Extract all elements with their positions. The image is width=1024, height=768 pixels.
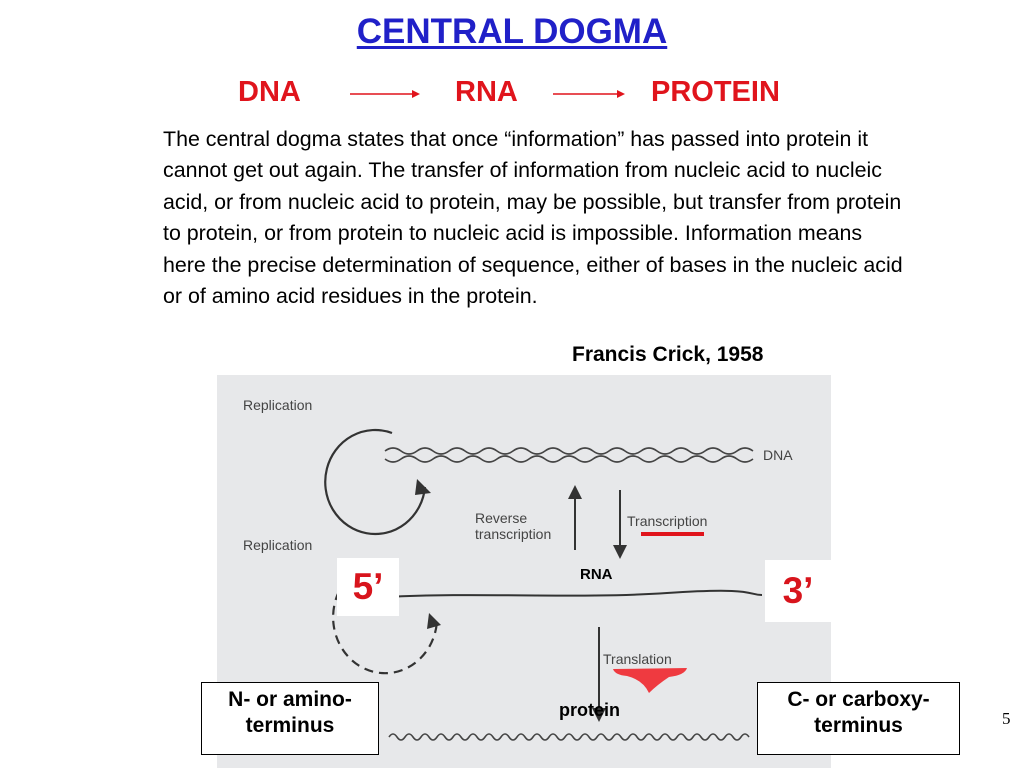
five-prime-marker: 5’ — [337, 558, 399, 616]
n-terminus-box: N- or amino-terminus — [201, 682, 379, 755]
transcription-highlight — [641, 532, 704, 536]
transcription-label: Transcription — [627, 513, 708, 529]
flow-protein: PROTEIN — [651, 76, 780, 108]
reverse-transcription-label-2: transcription — [475, 526, 552, 542]
slide-title: CENTRAL DOGMA — [356, 12, 668, 51]
dna-strand-2 — [384, 455, 754, 463]
dna-label: DNA — [763, 447, 793, 463]
central-dogma-figure: Replication DNA Reverse transcription Tr… — [217, 375, 831, 768]
reverse-transcription-label-1: Reverse — [475, 510, 528, 526]
rna-strand — [386, 589, 763, 598]
ribosome-highlight — [613, 668, 687, 693]
crick-quote: The central dogma states that once “info… — [163, 127, 903, 309]
c-terminus-box: C- or carboxy-terminus — [757, 682, 960, 755]
replication-label-top: Replication — [243, 397, 313, 413]
replication-loop-top — [324, 428, 427, 536]
attribution: Francis Crick, 1958 — [572, 343, 764, 366]
three-prime-marker: 3’ — [765, 560, 831, 622]
dna-strand-1 — [384, 447, 754, 455]
translation-label: Translation — [603, 651, 672, 667]
replication-arrowhead-top — [415, 479, 431, 495]
rna-label: RNA — [580, 566, 613, 583]
flow-rna: RNA — [455, 76, 518, 108]
flow-dna: DNA — [238, 76, 301, 108]
replication-label-bottom: Replication — [243, 537, 313, 553]
protein-label: protein — [559, 700, 620, 720]
page-number: 5 — [1002, 709, 1011, 728]
flow-arrow-1 — [350, 90, 420, 98]
flow-arrow-2 — [553, 90, 625, 98]
protein-chain — [388, 733, 750, 741]
